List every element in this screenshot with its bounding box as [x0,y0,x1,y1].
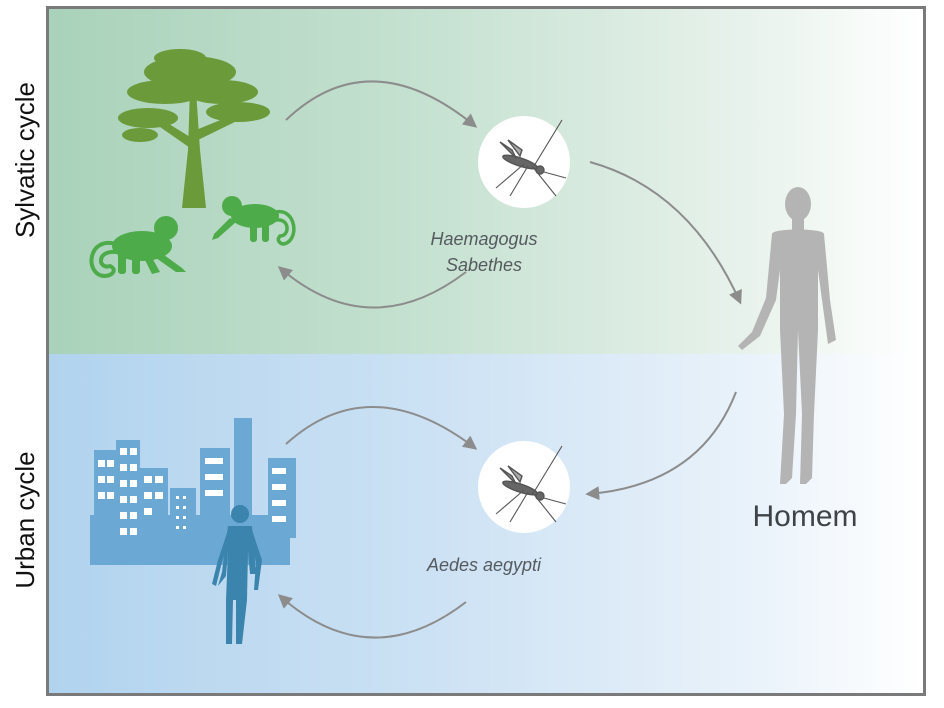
mosquito-icon [495,445,567,523]
diagram-frame [46,6,926,696]
monkey-icon [89,216,186,279]
tree-icon [118,49,270,208]
vector-label-urban: Aedes aegypti [426,555,542,575]
arrow-mosquito-to-human [589,161,742,305]
arrow-tree-to-mosquito [285,80,478,128]
person-icon [212,505,262,644]
diagram-canvas [49,9,923,693]
host-label: Homem [752,500,858,533]
arrow-city-to-mosquito [285,406,478,450]
human-icon [738,187,836,484]
arrow-mosquito-to-person [277,594,467,639]
vector-label-haemagogus: Haemagogus [430,229,538,249]
vector-label-sabethes: Sabethes [445,255,523,275]
mosquito-icon [495,119,567,197]
city-icon [90,418,296,565]
monkey-icon [212,196,296,246]
arrow-mosquito-to-monkeys [277,266,467,309]
vector-label-sylvatic: Haemagogus Sabethes [404,226,564,278]
arrow-human-to-mosquito [585,391,737,501]
